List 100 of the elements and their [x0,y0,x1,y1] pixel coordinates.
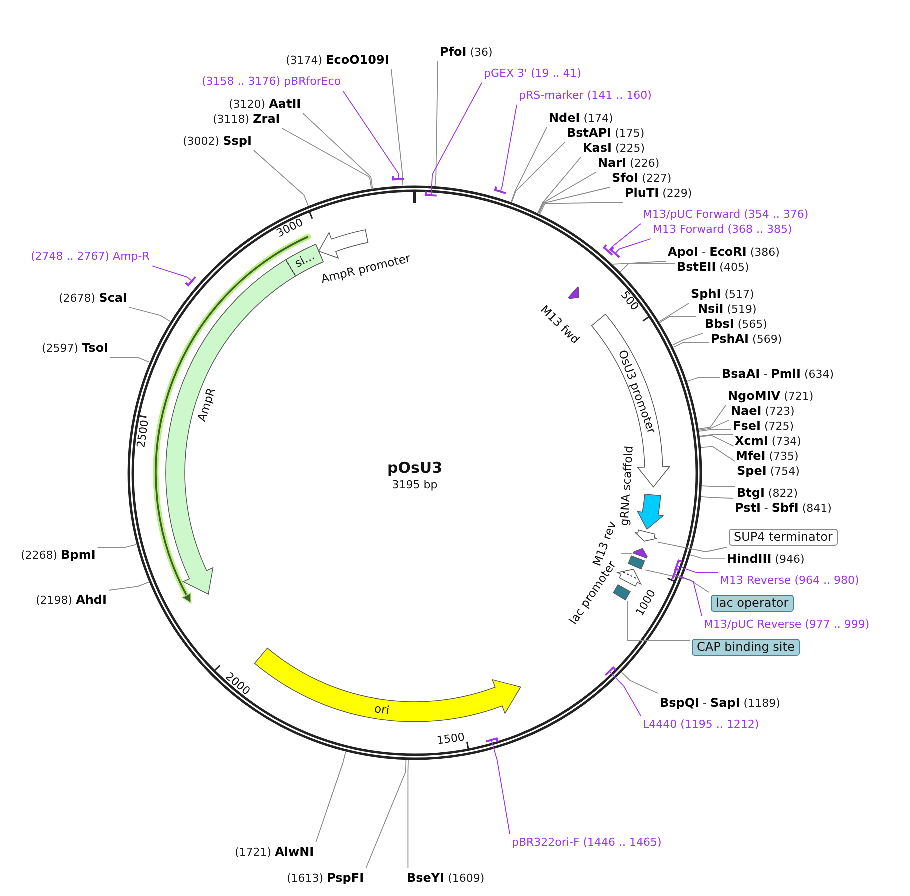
enzyme-site-label: SfoI (227) [612,170,672,186]
leader-line [612,261,666,265]
leader-line [253,150,309,206]
enzyme-site-label: FseI (725) [733,418,794,434]
enzyme-site-label: BstAPI (175) [567,126,645,140]
leader-line [700,435,734,447]
enzyme-site-label: NaeI (723) [731,404,795,418]
enzyme-site-label: BtgI (822) [737,486,798,500]
enzyme-site-label: HindIII (946) [727,552,805,566]
leader-line [342,90,406,181]
leader-line [645,570,710,593]
leader-line [621,672,658,694]
primer-label: M13/pUC Reverse (977 .. 999) [704,618,870,632]
enzyme-site-label: (1721) AlwNI [235,844,314,860]
leader-line [700,446,736,462]
enzyme-site-label: XcmI (734) [735,434,802,448]
leader-line [366,760,407,869]
leader-line [698,405,726,430]
scale-number: 3000 [274,216,306,240]
leader-line [151,266,197,286]
leader-line [603,224,642,256]
leader-line [408,760,409,869]
leader-line [620,553,634,554]
leader-line [390,69,404,186]
enzyme-site-label: (2597) TsoI [42,340,109,356]
enzyme-site-label: NsiI (519) [698,302,757,316]
leader-line [538,187,610,214]
leader-line [699,429,732,432]
leader-line [671,568,702,616]
leader-line [698,420,730,431]
primer-label: (2748 .. 2767) Amp-R [31,250,150,264]
enzyme-site-label: (3118) ZraI [213,112,280,126]
enzyme-site-label: (2678) ScaI [59,290,128,306]
leader-line [659,303,690,322]
primer-label: pBR322ori-F (1446 .. 1465) [512,836,662,850]
leader-line [628,600,690,642]
enzyme-site-label: SphI (517) [691,286,754,302]
enzyme-site-label: SpeI (754) [737,464,800,478]
leader-line [108,582,150,591]
leader-line [538,157,582,214]
leader-line [511,127,548,203]
leader-line [674,560,718,574]
enzyme-site-label: PfoI (36) [440,44,493,60]
scale-number: 2500 [134,420,152,450]
plasmid-name: pOsU3 [387,459,443,477]
enzyme-site-label: BsaAI - PmlI (634) [722,366,834,382]
enzyme-site-label: (1613) PspFI [287,870,364,886]
primer-label: pGEX 3' (19 .. 41) [484,67,582,81]
leader-line [620,263,676,272]
leader-line [316,752,346,843]
leader-line [604,666,642,716]
scale-number: 1500 [436,730,466,747]
leader-line [700,434,734,437]
leader-line [302,113,374,190]
leader-line [701,496,734,499]
enzyme-site-label: ApoI - EcoRI (386) [668,244,780,260]
enzyme-site-label: (2268) BpmI [21,548,96,562]
feature-tag: lac operator [711,594,794,612]
enzyme-site-label: PluTI (229) [625,186,692,200]
leader-line [97,544,138,548]
enzyme-site-label: NarI (226) [598,156,660,170]
feature-name: AmpR [195,386,218,424]
enzyme-site-label: NdeI (174) [549,110,614,126]
leader-line [658,542,728,552]
leader-line [538,172,596,214]
enzyme-site-label: KasI (225) [583,140,646,156]
enzyme-site-label: PshAI (569) [711,332,782,346]
leader-line [110,357,150,363]
leader-line [702,486,736,488]
leader-line [512,142,566,203]
primer-label: M13 Forward (368 .. 385) [653,223,792,237]
primer-label: L4440 (1195 .. 1212) [643,718,760,732]
leader-line [434,61,438,187]
feature-name: gRNA scaffold [618,445,636,526]
primer-label: M13 Reverse (964 .. 980) [720,574,860,588]
enzyme-site-label: BseYI (1609) [407,870,485,886]
leader-line [610,238,652,258]
enzyme-site-label: (3002) SspI [183,134,252,148]
enzyme-site-label: BspQI - SapI (1189) [660,696,780,710]
leader-line [660,316,696,324]
primer-label: M13/pUC Forward (354 .. 376) [643,208,809,222]
enzyme-site-label: (3120) AatII [229,96,302,112]
leader-line [128,307,171,322]
primer-label: pRS-marker (141 .. 160) [519,89,652,103]
feature-tag: SUP4 terminator [729,528,838,546]
leader-line [673,342,710,348]
enzyme-site-label: BbsI (565) [705,316,768,332]
leader-line [690,554,726,559]
enzyme-site-label: (2198) AhdI [36,592,107,608]
enzyme-site-label: MfeI (735) [736,448,799,464]
leader-line [540,202,624,215]
primer-label: (3158 .. 3176) pBRforEco [202,75,342,89]
leader-line [282,128,372,190]
leader-line [494,104,518,194]
leader-line [424,82,482,197]
enzyme-site-label: BstEII (405) [677,260,750,274]
leader-line [672,333,704,346]
feature-tag: CAP binding site [692,638,800,656]
leader-line [687,377,720,382]
plasmid-size: 3195 bp [392,478,438,492]
